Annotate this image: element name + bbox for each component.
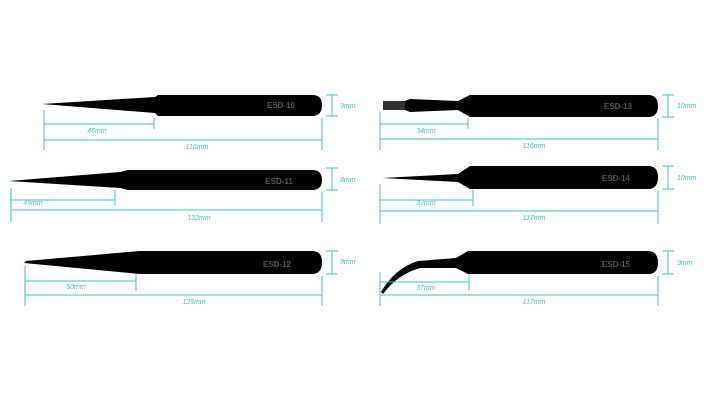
model-label: ESD-15 bbox=[602, 260, 631, 269]
dimension-lines bbox=[379, 165, 674, 224]
width-label: 9mm bbox=[340, 103, 356, 110]
tip-length-label: 49mm bbox=[23, 200, 43, 207]
model-label: ESD-14 bbox=[602, 174, 631, 183]
tweezer-esd-10: ESD-10 46mm 116mm 9mm bbox=[42, 94, 356, 151]
dimension-lines bbox=[10, 167, 338, 222]
tip-length-label: 34mm bbox=[416, 128, 436, 135]
width-label: 10mm bbox=[677, 103, 697, 110]
tweezer-body bbox=[24, 251, 322, 274]
tweezer-body bbox=[9, 170, 322, 190]
tweezer-esd-15: ESD-15 37mm 117mm 9mm bbox=[379, 250, 693, 306]
width-label: 8mm bbox=[340, 177, 356, 184]
total-length-label: 116mm bbox=[186, 144, 209, 151]
model-label: ESD-12 bbox=[263, 260, 292, 269]
total-length-label: 117mm bbox=[523, 215, 546, 222]
tweezer-esd-13: ESD-13 34mm 116mm 10mm bbox=[379, 94, 697, 150]
tweezer-body bbox=[383, 95, 658, 117]
width-label: 9mm bbox=[677, 260, 693, 267]
flat-tip bbox=[383, 101, 405, 110]
tweezer-body bbox=[381, 251, 658, 294]
tip-length-label: 37mm bbox=[416, 285, 436, 292]
width-label: 10mm bbox=[677, 175, 697, 182]
total-length-label: 132mm bbox=[187, 215, 211, 222]
model-label: ESD-10 bbox=[267, 101, 296, 110]
tip-length-label: 50mm bbox=[66, 284, 86, 291]
dimension-lines bbox=[24, 250, 338, 306]
dimension-lines bbox=[379, 94, 674, 150]
total-length-label: 125mm bbox=[182, 299, 206, 306]
dimension-lines bbox=[43, 94, 338, 150]
tweezer-body bbox=[42, 95, 322, 116]
tip-length-label: 37mm bbox=[416, 200, 436, 207]
tweezer-esd-12: ESD-12 50mm 125mm 9mm bbox=[24, 250, 356, 306]
tip-length-label: 46mm bbox=[87, 128, 107, 135]
total-length-label: 117mm bbox=[523, 299, 546, 306]
model-label: ESD-13 bbox=[604, 102, 633, 111]
tweezer-body bbox=[382, 166, 658, 189]
tweezer-esd-11: ESD-11 49mm 132mm 8mm bbox=[9, 167, 356, 222]
model-label: ESD-11 bbox=[265, 177, 293, 186]
total-length-label: 116mm bbox=[523, 143, 546, 150]
dimension-lines bbox=[379, 250, 674, 306]
width-label: 9mm bbox=[340, 259, 356, 266]
tweezer-esd-14: ESD-14 37mm 117mm 10mm bbox=[379, 165, 697, 224]
